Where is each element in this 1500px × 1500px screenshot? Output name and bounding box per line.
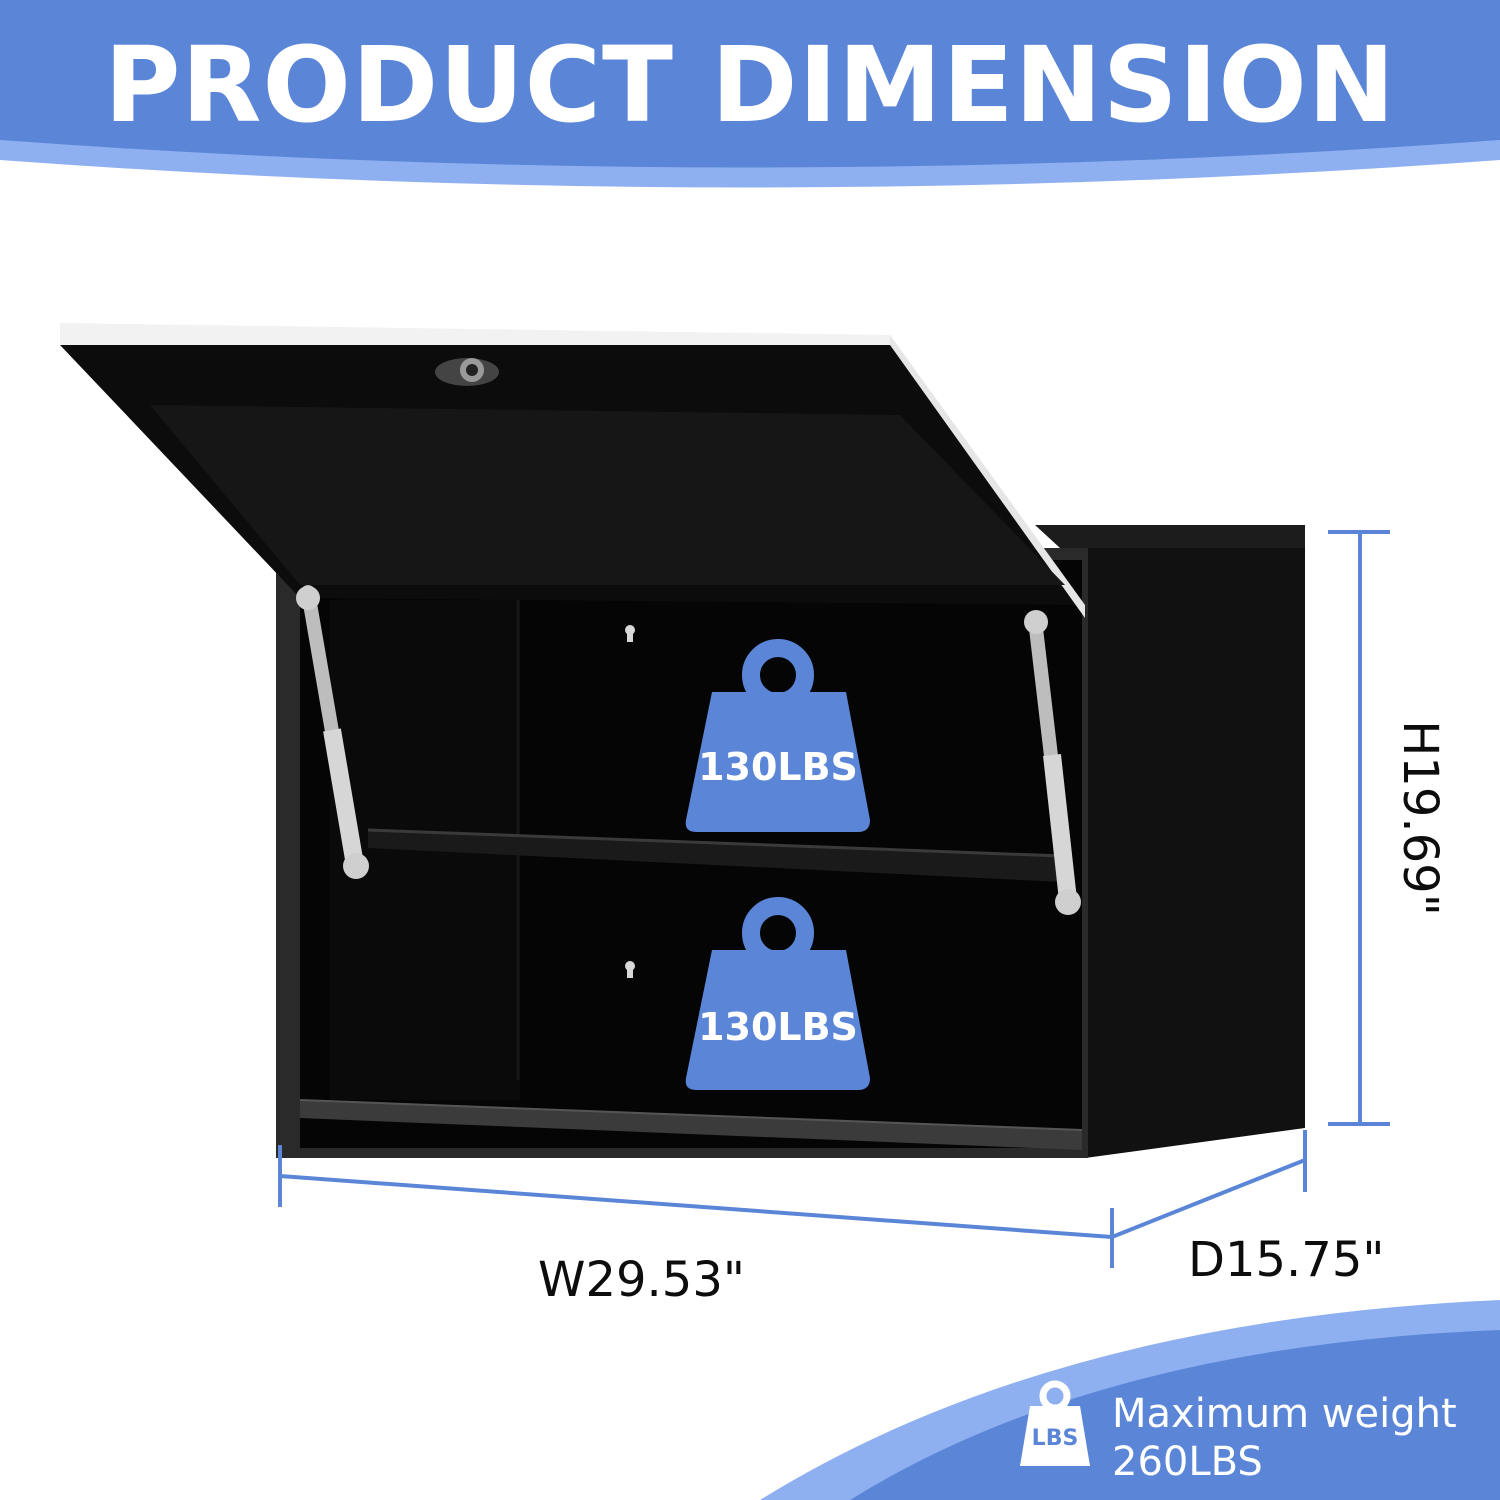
cabinet-side [1085,525,1305,1158]
page-title: PRODUCT DIMENSION [104,24,1396,146]
bottom-trim-edge [299,1099,1083,1131]
door-inner-panel [150,405,1065,585]
door-edge [60,323,890,345]
max-weight-value: 260LBS [1112,1439,1263,1485]
gas-strut-left [296,585,369,879]
bottom-trim [300,1100,1082,1150]
cabinet-shelf [368,830,1062,882]
footer-banner [850,1330,1500,1500]
gas-strut-right [1024,610,1081,915]
depth-dimension-line [1111,1130,1307,1239]
width-label: W29.53" [538,1252,745,1308]
shelf-load-lower: 130LBS [698,1005,858,1049]
width-dimension-line [278,1145,1114,1268]
header-banner [0,0,1500,168]
max-weight-block: Maximum weight 260LBS [1112,1390,1457,1486]
height-dimension-line [1328,530,1390,1126]
cabinet-top [1035,525,1305,548]
mount-holes [625,625,635,978]
shelf-edge [367,828,1063,858]
lock-icon [435,358,499,386]
weight-icon-upper [685,639,870,832]
weight-icon [1020,1380,1090,1466]
weight-badge-text: LBS [1031,1426,1079,1451]
door-side-edge [890,335,1085,618]
shelf-load-upper: 130LBS [698,745,858,789]
height-label: H19.69" [1392,720,1448,916]
weight-icon-lower [685,897,870,1090]
max-weight-title: Maximum weight [1112,1391,1457,1437]
depth-label: D15.75" [1188,1232,1385,1288]
